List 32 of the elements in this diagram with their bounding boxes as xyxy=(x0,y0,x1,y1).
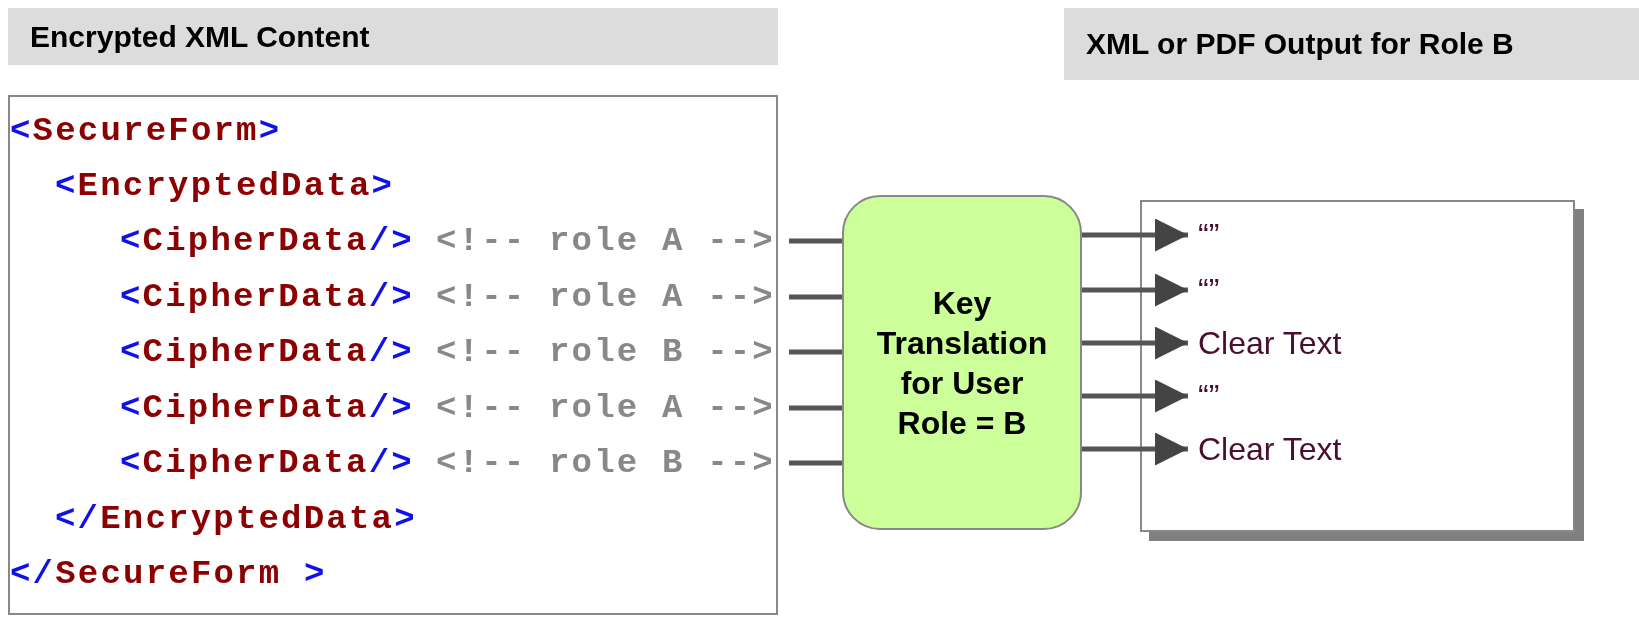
output-text: “” xyxy=(1188,216,1220,254)
xml-tag: <CipherData/> xyxy=(120,221,414,261)
xml-tag: <CipherData/> xyxy=(120,388,414,428)
section-header: Encrypted XML Content xyxy=(8,8,778,65)
xml-comment: <!-- role A --> xyxy=(435,221,775,261)
xml-tag: <EncryptedData> xyxy=(55,166,395,206)
xml-comment: <!-- role B --> xyxy=(435,443,775,483)
arrow xyxy=(1082,432,1188,466)
xml-tag: </SecureForm > xyxy=(10,554,327,594)
connector-line xyxy=(789,238,842,244)
connector-line xyxy=(789,294,842,300)
arrow xyxy=(1082,326,1188,360)
xml-comment: <!-- role B --> xyxy=(435,332,775,372)
xml-tag: <CipherData/> xyxy=(120,332,414,372)
arrow xyxy=(1082,273,1188,307)
output-text: Clear Text xyxy=(1188,324,1342,362)
section-header: XML or PDF Output for Role B xyxy=(1064,8,1639,80)
xml-tag: </EncryptedData> xyxy=(55,499,417,539)
xml-comment: <!-- role A --> xyxy=(435,388,775,428)
xml-comment: <!-- role A --> xyxy=(435,277,775,317)
output-text: Clear Text xyxy=(1188,430,1342,468)
xml-tag: <SecureForm> xyxy=(10,111,282,151)
xml-tag: <CipherData/> xyxy=(120,277,414,317)
arrow xyxy=(1082,379,1188,413)
connector-line xyxy=(789,349,842,355)
arrow xyxy=(1082,218,1188,252)
output-text: “” xyxy=(1188,377,1220,415)
connector-line xyxy=(789,405,842,411)
connector-line xyxy=(789,460,842,466)
output-text: “” xyxy=(1188,271,1220,309)
xml-tag: <CipherData/> xyxy=(120,443,414,483)
process-box: Key Translation for User Role = B xyxy=(842,195,1082,530)
